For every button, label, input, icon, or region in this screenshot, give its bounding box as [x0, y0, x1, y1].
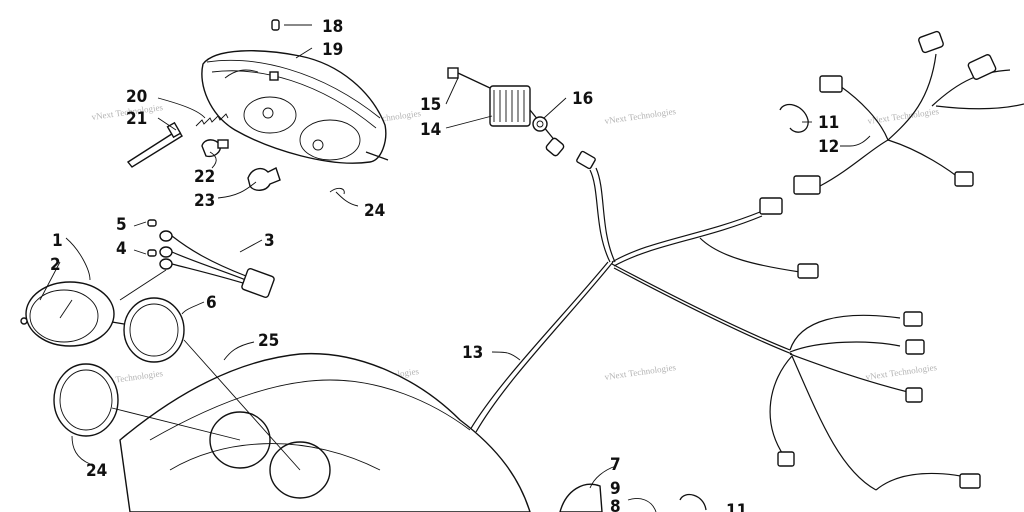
callout-24: 24 — [86, 461, 107, 481]
nut-part — [532, 116, 548, 132]
cable-tie-ring — [679, 493, 707, 511]
bulb-part — [201, 139, 229, 158]
bezel-ring — [123, 297, 185, 363]
callout-8: 8 — [610, 497, 621, 512]
voltage-regulator — [489, 85, 565, 157]
dash-panel — [119, 352, 531, 512]
gauge-assembly — [20, 281, 125, 347]
callout-5: 5 — [116, 215, 127, 235]
spring-part — [195, 113, 229, 127]
bolt-part — [447, 67, 491, 89]
callout-6: 6 — [206, 293, 217, 313]
callout-4: 4 — [116, 239, 127, 259]
cable-tie-ring — [779, 103, 809, 133]
socket-part — [247, 167, 281, 191]
leader-lines — [39, 24, 871, 489]
callout-23: 24 — [364, 201, 385, 221]
callout-16: 16 — [572, 89, 593, 109]
callout-1: 1 — [52, 231, 63, 251]
bottom-parts — [559, 483, 657, 512]
headlight-housing — [201, 50, 389, 164]
upper-harness — [793, 30, 1024, 195]
gauge-wiring — [147, 219, 275, 298]
callout-9: 9 — [610, 479, 621, 499]
callout-11-lower: 11 — [726, 501, 747, 512]
callout-3: 3 — [264, 231, 275, 251]
wire-tie-part — [329, 187, 345, 195]
callout-19: 20 — [126, 87, 147, 107]
adjuster-screw — [126, 121, 183, 168]
callout-25: 25 — [258, 331, 279, 351]
callout-17: 18 — [322, 17, 343, 37]
callout-21: 22 — [194, 167, 215, 187]
callout-7: 7 — [610, 455, 621, 475]
watermark: vNext Technologies — [604, 362, 677, 382]
callout-18: 19 — [322, 40, 343, 60]
callout-15: 15 — [420, 95, 441, 115]
callout-14: 14 — [420, 120, 441, 140]
callout-22: 23 — [194, 191, 215, 211]
wiring-harness — [469, 150, 981, 491]
callout-11-upper: 11 — [818, 113, 839, 133]
callout-12: 12 — [818, 137, 839, 157]
bezel-ring — [53, 363, 119, 437]
callout-13: 13 — [462, 343, 483, 363]
watermark: vNext Technologies — [865, 362, 938, 382]
callouts: 18 19 20 21 22 23 24 15 14 16 11 12 13 1… — [50, 17, 839, 512]
watermark: vNext Technologies — [604, 106, 677, 126]
clip-part — [271, 19, 280, 31]
callout-20: 21 — [126, 109, 147, 129]
callout-2: 2 — [50, 255, 61, 275]
